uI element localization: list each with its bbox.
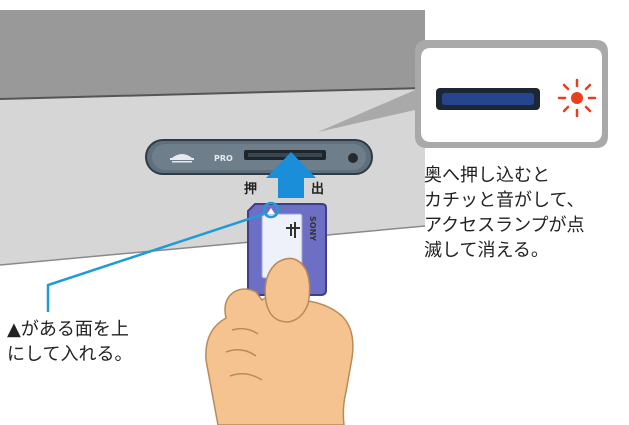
slot-label-push: 押 (244, 181, 257, 197)
device-top-surface (0, 10, 425, 99)
orientation-mark-highlight (262, 201, 280, 219)
device-bottom-edge (0, 225, 426, 266)
card-brand-text: SONY (308, 216, 317, 241)
orientation-line-1: ▲がある面を上 (7, 319, 129, 340)
orientation-triangle-icon (267, 208, 275, 214)
memory-stick-logo-icon (170, 154, 194, 163)
orientation-line-2: にして入れる。 (7, 344, 133, 365)
insert-instruction-caption: 奥へ押し込むとカチッと音がして、アクセスランプが点滅して消える。 (424, 163, 585, 263)
push-arrow-icon (266, 152, 316, 198)
access-lamp (348, 153, 358, 163)
insert-line-3: アクセスランプが点 (424, 215, 585, 236)
card-slot: PRO (145, 139, 373, 175)
card-logo-icon (286, 222, 300, 238)
slot-brand-text: PRO (214, 154, 233, 163)
hand-illustration (205, 257, 354, 425)
access-lamp-callout (318, 40, 608, 148)
blinking-led-icon (557, 78, 597, 118)
slot-label-eject: 出 (311, 181, 324, 197)
insert-line-4: 滅して消える。 (424, 240, 549, 261)
orientation-instruction-caption: ▲がある面を上にして入れる。 (7, 317, 132, 367)
insert-line-1: 奥へ押し込むと (424, 165, 550, 186)
orientation-callout-line (46, 212, 265, 312)
device-edge-line (0, 87, 426, 100)
insert-line-2: カチッと音がして、 (424, 190, 585, 211)
